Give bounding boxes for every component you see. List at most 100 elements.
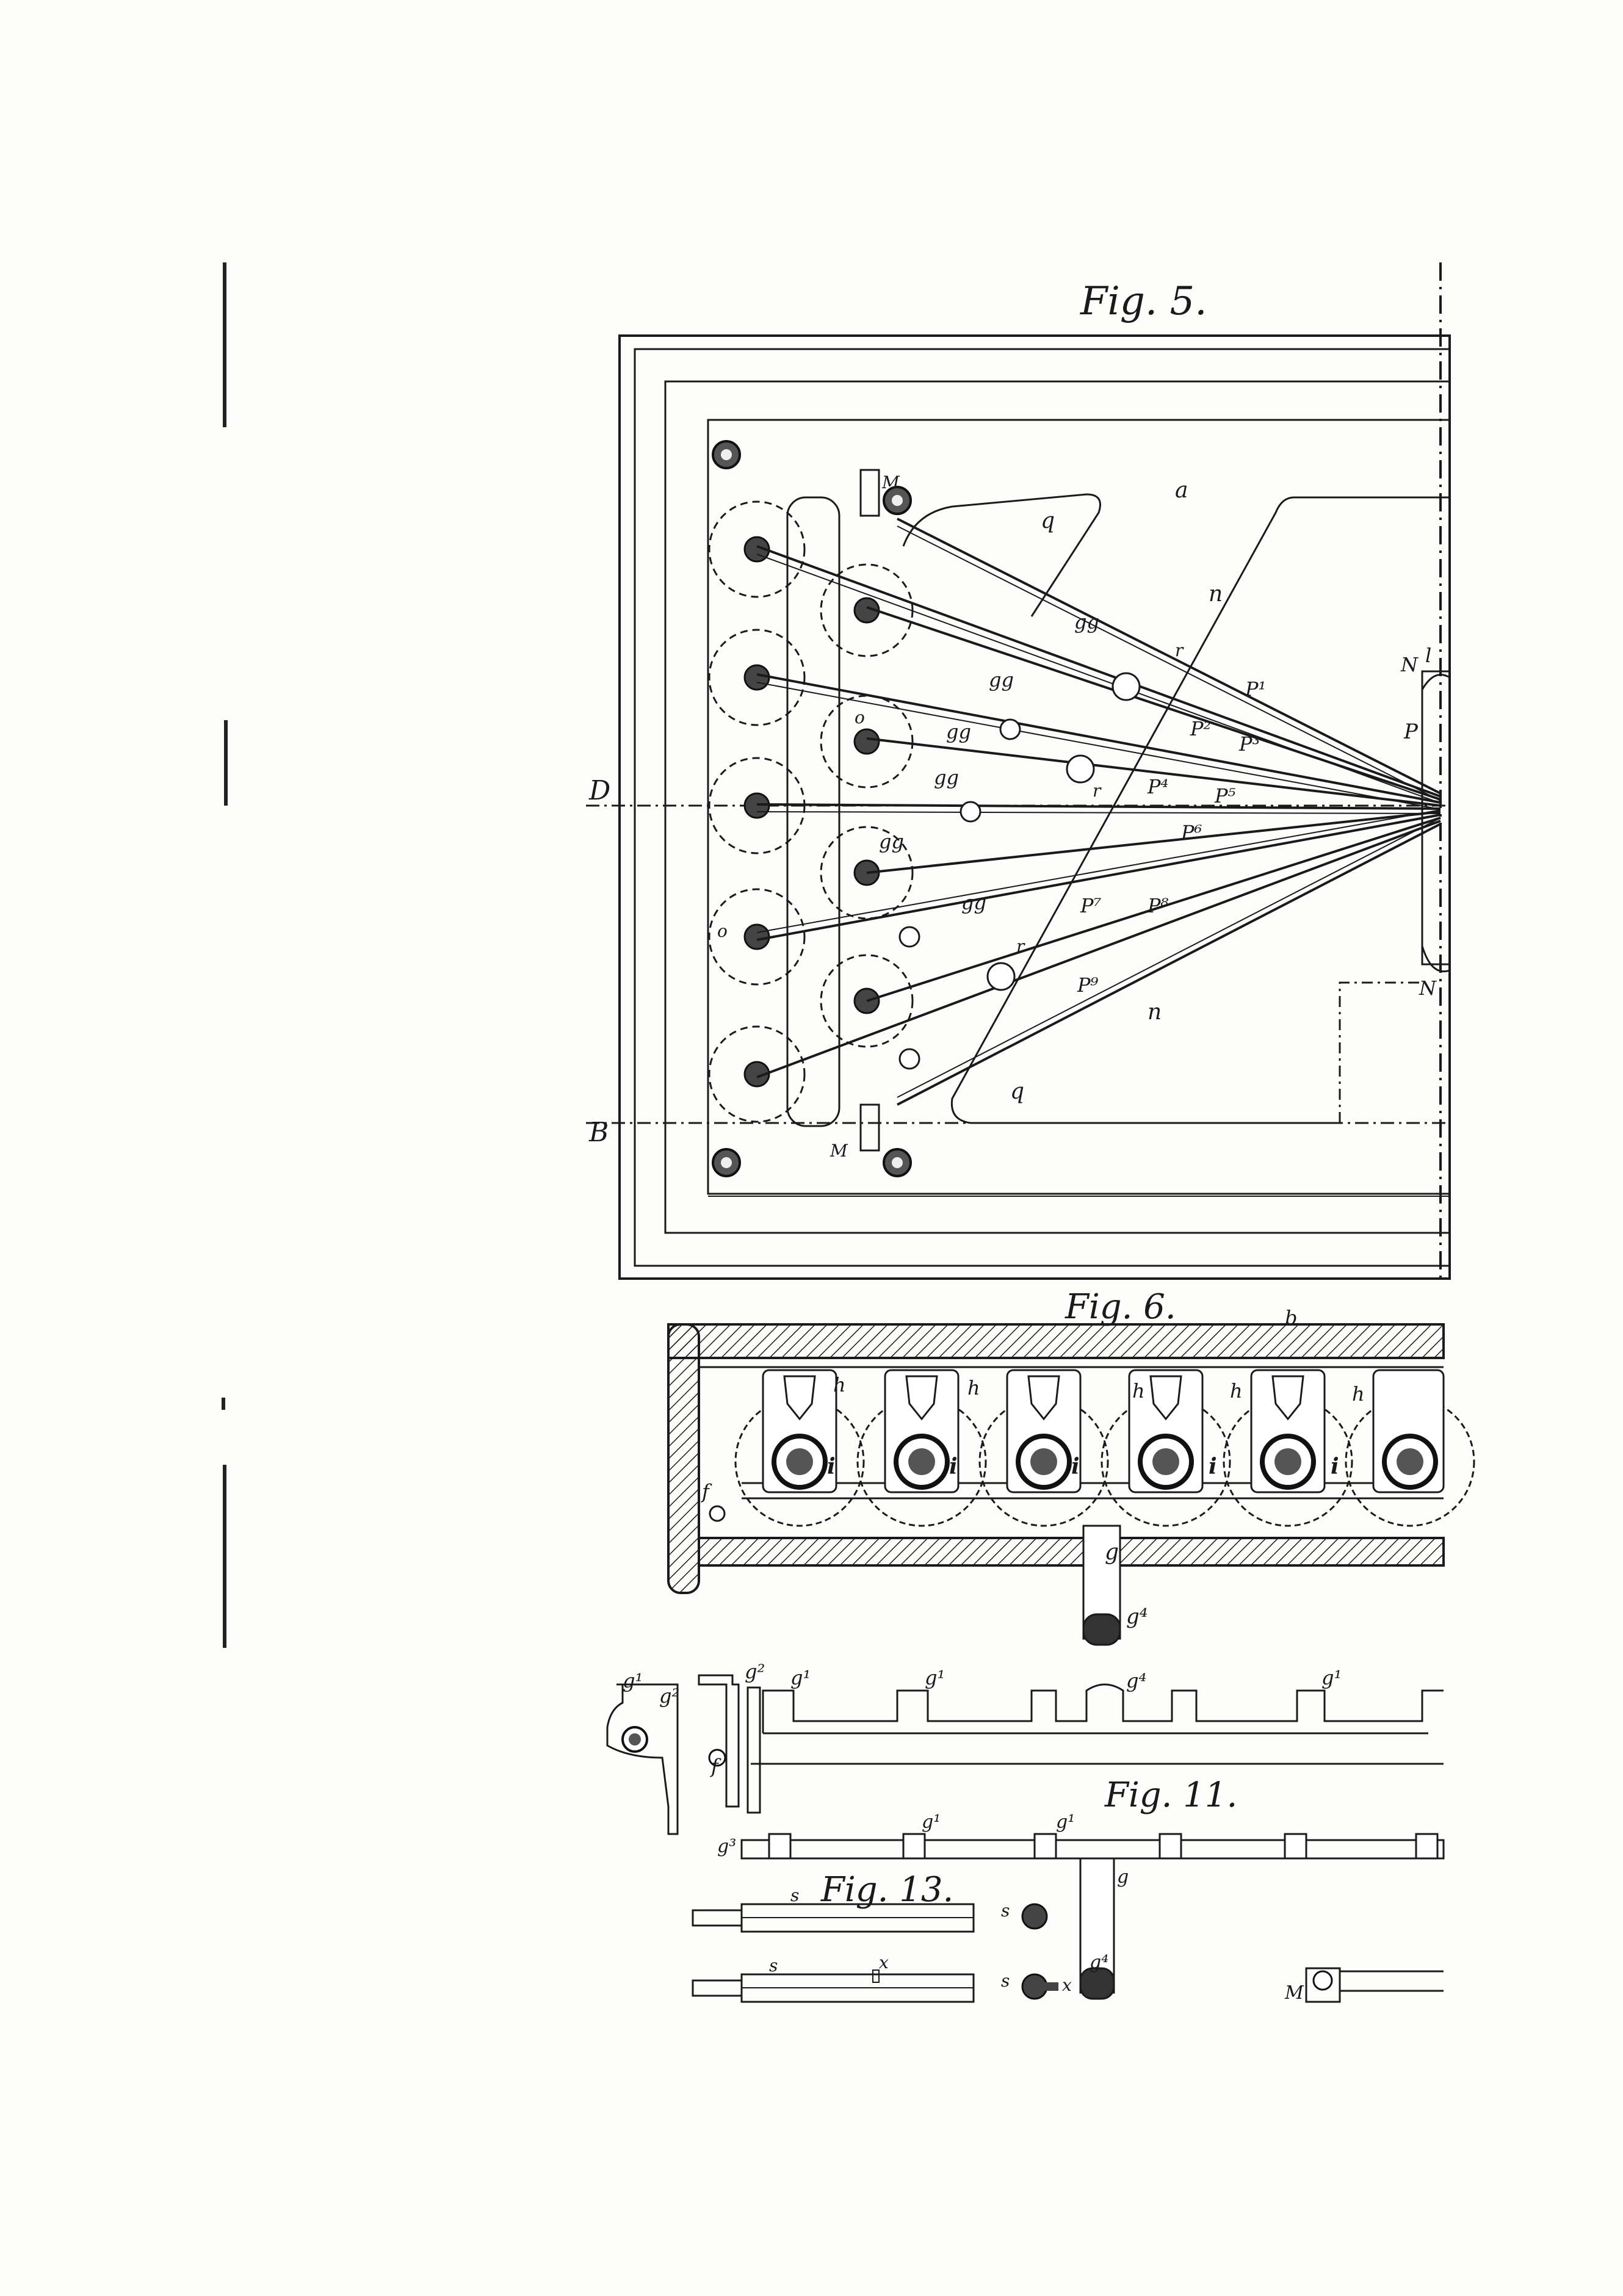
fig5-slanted-plate [950,496,1450,1124]
fig5-lever-doubles [756,525,1441,1098]
fig6-housing-bottom [698,1537,1445,1567]
lever [866,606,1441,801]
bracket-g2-blade [746,1686,761,1814]
label-s-1: s [790,1885,799,1905]
pivot-wheel [708,500,806,598]
pivot-wheel [820,954,914,1048]
bar-block [1415,1833,1439,1860]
label-h-5: h [1352,1382,1365,1406]
label-gg-6: gg [961,891,986,914]
clip-icon [1066,754,1095,784]
gear-wheel [1345,1396,1475,1527]
label-g1-bar-2: g¹ [1056,1811,1075,1833]
clip-icon [898,1048,920,1070]
lever [866,810,1441,874]
label-p3: P³ [1238,732,1260,756]
label-x-rod: x [879,1952,889,1973]
pawl [783,1375,816,1421]
bar-block [1033,1833,1057,1860]
clip-icon [1112,672,1141,701]
clip-icon [999,718,1021,740]
comb-bar [762,1683,1444,1733]
pivot-wheel [820,826,914,920]
hub-icon [743,664,770,691]
label-n-clamp-bottom: N [1419,977,1437,1000]
label-gg-2: gg [989,668,1014,691]
fig6-title: Fig. 6. [1065,1287,1176,1327]
label-n-top: n [1209,582,1223,607]
m-detail-plate [1305,1967,1341,2003]
label-g1-comb-3: g¹ [1321,1666,1342,1689]
hub-icon [853,728,880,755]
label-s-2: s [769,1955,778,1976]
label-p2: P² [1190,717,1211,740]
lever-edge [756,811,1441,814]
pivot-wheel [708,888,806,986]
fig5-drawing: Fig. 5. D B [586,262,1451,1282]
label-g1-bar-1: g¹ [922,1811,941,1833]
label-gg-4: gg [934,766,959,789]
label-g4-bar: g⁴ [1090,1952,1108,1973]
slider-g-knob [1082,1613,1121,1646]
fig13-title: Fig. 13. [820,1870,953,1910]
label-n-clamp-top: N [1400,653,1419,676]
pawl [905,1375,938,1421]
label-section-b: B [588,1117,609,1148]
label-s-section-2: s [1001,1971,1010,1991]
label-g2-side: g² [659,1684,679,1708]
label-f: f [701,1480,712,1503]
pivot-wheel [820,695,914,789]
m-detail-arm [1340,1970,1444,1992]
label-a: a [1175,478,1188,503]
lever [756,673,1441,804]
rod-2-stem [692,1979,743,1997]
fig5-upper-guide [902,493,1101,617]
label-n-bottom: n [1148,1000,1162,1025]
hub-core [1274,1448,1301,1475]
screw-icon [721,1157,732,1168]
lever-edge [756,809,1441,933]
label-p4: P⁴ [1147,775,1168,798]
lever [756,814,1441,941]
bar-block [1159,1833,1182,1860]
label-gg-5: gg [879,830,904,853]
label-h-2: h [967,1376,980,1399]
fig6-drawing: Fig. 6. b [667,1287,1475,1646]
label-r-3: r [1016,936,1025,956]
clip-icon [986,962,1016,991]
hub-core [786,1448,813,1475]
hub-core [908,1448,935,1475]
fig6-housing-top [667,1323,1445,1359]
label-l: l [1425,644,1431,667]
fig5-corner-screws [712,440,912,1177]
label-g3: g³ [717,1836,736,1857]
gear-wheel [856,1396,987,1527]
binding-marks [222,262,228,1648]
bracket-m-top [859,469,880,517]
bracket-g2 [698,1674,740,1808]
label-m-detail: M [1284,1982,1304,2004]
hub-icon [743,923,770,950]
fig13-drawing: Fig. 13. s s s x s x [692,1870,1072,2003]
hub-icon [743,536,770,563]
bar-block [902,1833,926,1860]
label-i-3: i [1071,1454,1080,1479]
label-o-1: o [855,707,865,727]
clip-icon [960,801,981,823]
screw-icon [892,1157,903,1168]
label-q-top: q [1041,508,1055,533]
label-p1: P¹ [1245,677,1266,701]
gear-wheel [1223,1396,1353,1527]
fig11-title: Fig. 11. [1104,1775,1237,1815]
label-g2-bracket: g² [745,1660,765,1683]
label-g4-fig6: g⁴ [1126,1605,1148,1629]
lever [866,817,1441,1002]
screw-icon [1312,1970,1333,1991]
bracket-m-detail: M [1284,1967,1444,2004]
label-g1-side: g¹ [623,1669,643,1692]
hub-core [1030,1448,1057,1475]
hub-core [1397,1448,1423,1475]
fig6-wheels [734,1396,1475,1527]
label-r-1: r [1175,640,1184,660]
